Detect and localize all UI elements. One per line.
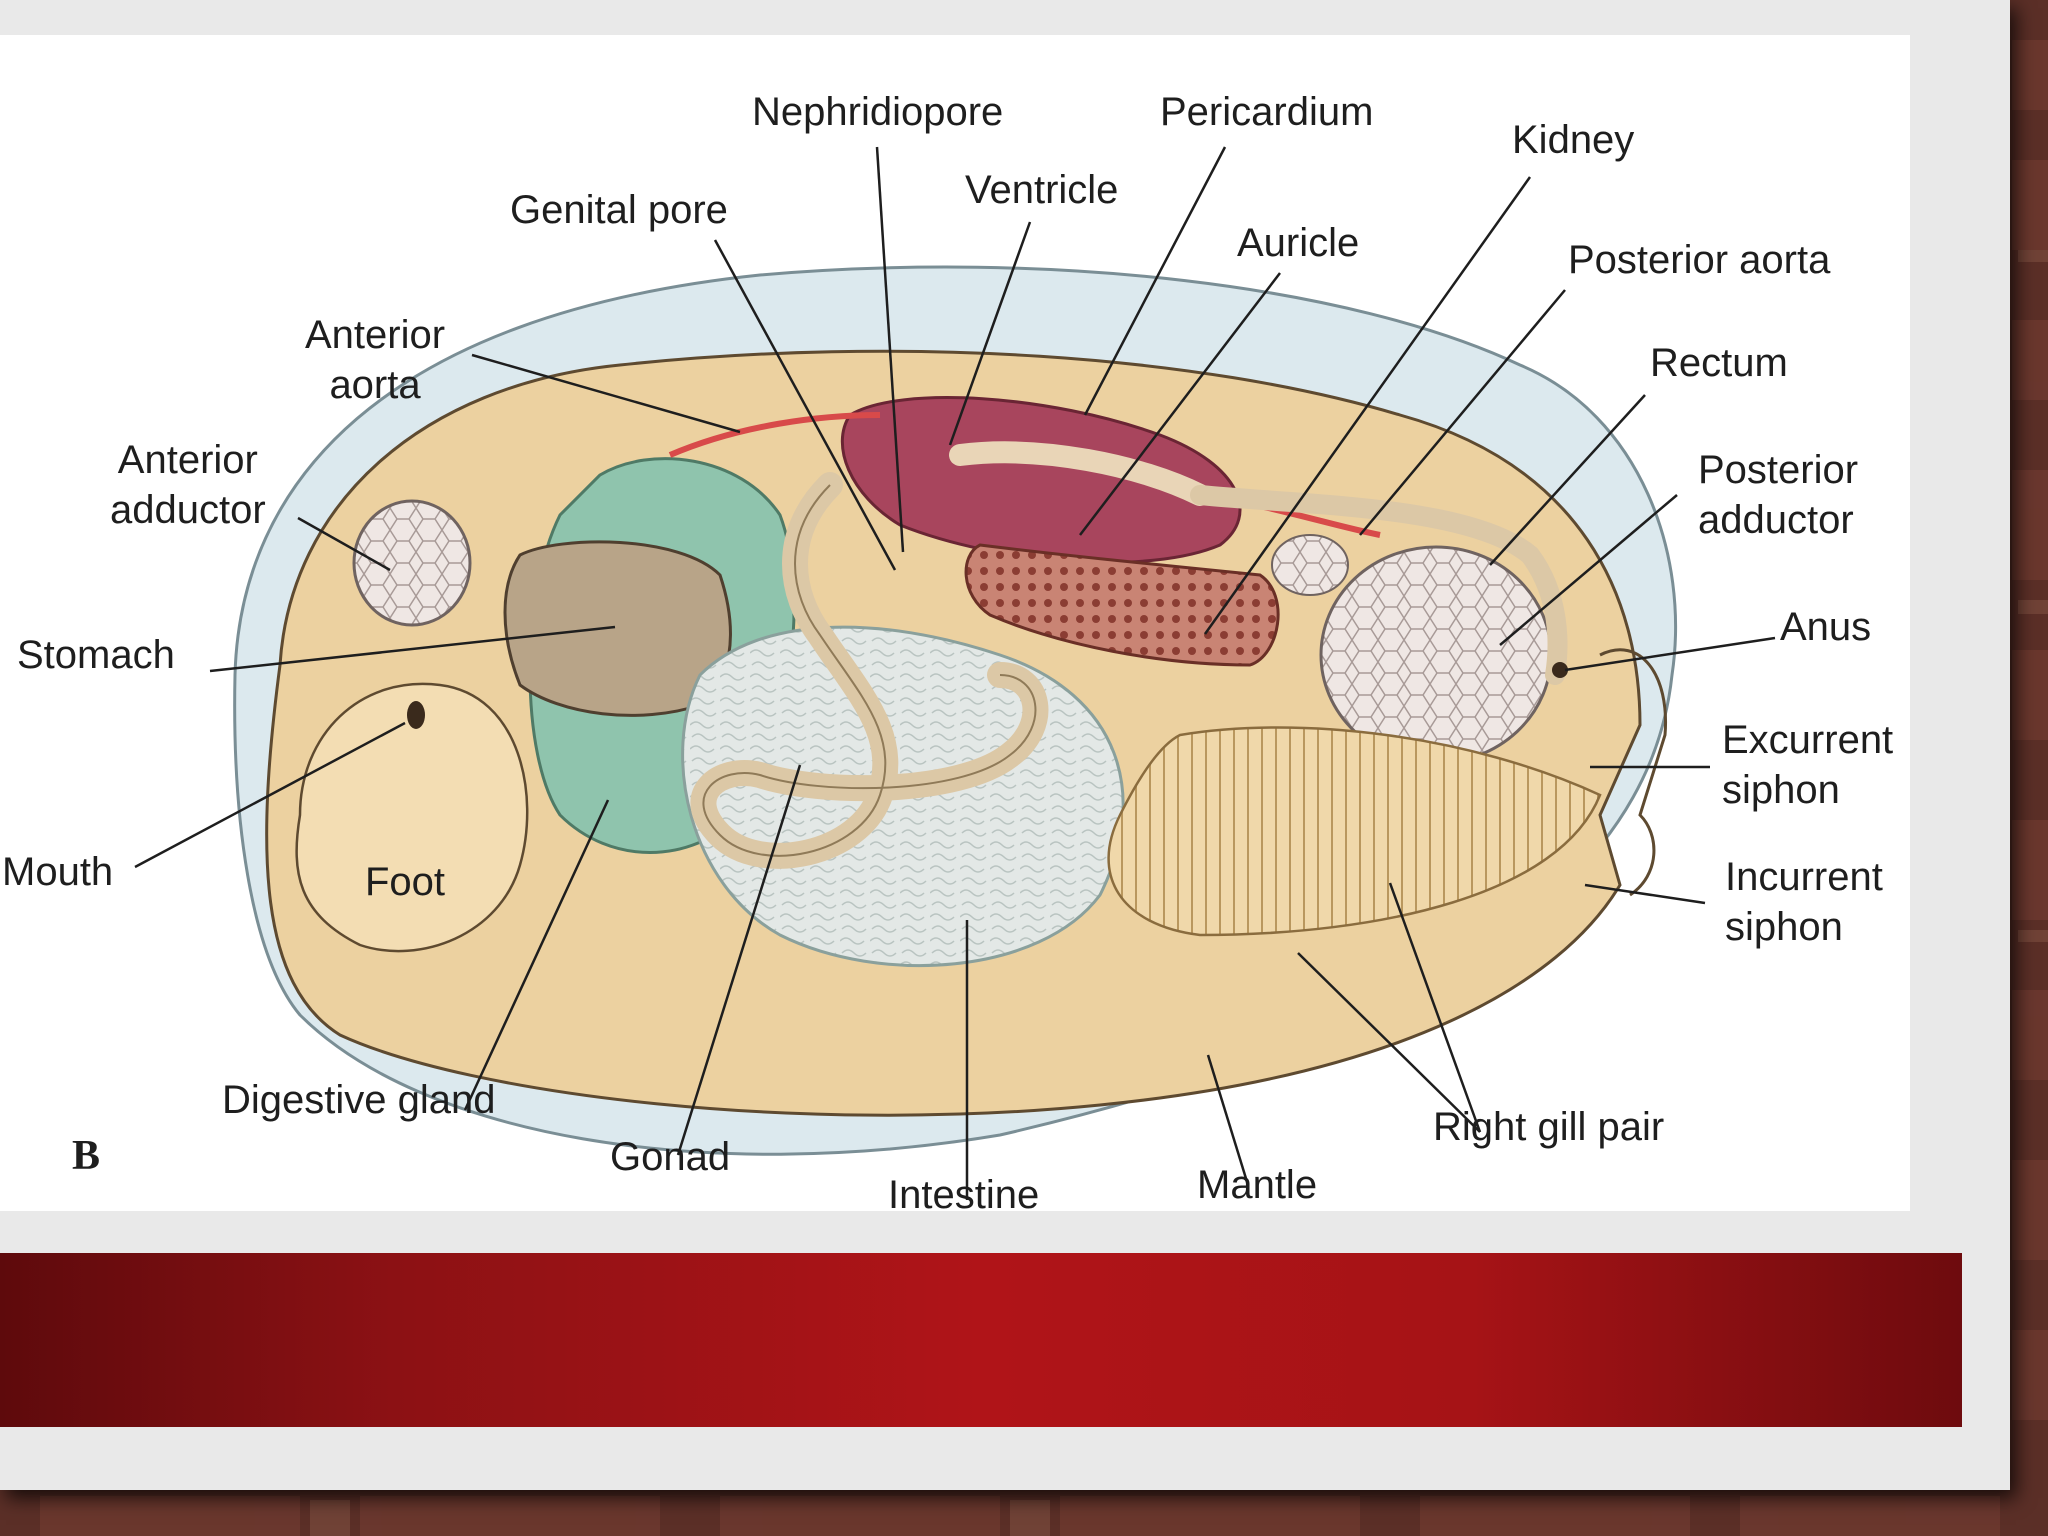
label-intestine: Intestine [888, 1170, 1039, 1220]
label-incurrent-siphon: Incurrent siphon [1725, 852, 1883, 952]
label-posterior-aorta: Posterior aorta [1568, 235, 1830, 285]
label-posterior-adductor: Posterior adductor [1698, 445, 1858, 545]
label-right-gill-pair: Right gill pair [1433, 1102, 1664, 1152]
label-mantle: Mantle [1197, 1160, 1317, 1210]
label-pericardium: Pericardium [1160, 87, 1373, 137]
label-rectum: Rectum [1650, 338, 1788, 388]
clam-anatomy-diagram [0, 35, 1910, 1211]
label-mouth: Mouth [2, 847, 113, 897]
label-nephridiopore: Nephridiopore [752, 87, 1003, 137]
label-digestive-gland: Digestive gland [222, 1075, 496, 1125]
slide-card: Nephridiopore Pericardium Kidney Ventric… [0, 0, 2010, 1490]
panel-letter: B [72, 1132, 100, 1180]
label-anus: Anus [1780, 602, 1871, 652]
label-anterior-aorta: Anterior aorta [305, 310, 445, 410]
label-anterior-adductor: Anterior adductor [110, 435, 266, 535]
label-kidney: Kidney [1512, 115, 1634, 165]
anterior-adductor [354, 501, 470, 625]
label-stomach: Stomach [17, 630, 175, 680]
clam-anatomy-figure: Nephridiopore Pericardium Kidney Ventric… [0, 35, 1910, 1211]
red-title-band [0, 1253, 1962, 1427]
label-foot: Foot [365, 857, 445, 907]
label-gonad: Gonad [610, 1132, 730, 1182]
label-ventricle: Ventricle [965, 165, 1118, 215]
label-auricle: Auricle [1237, 218, 1359, 268]
label-excurrent-siphon: Excurrent siphon [1722, 715, 1893, 815]
label-genital-pore: Genital pore [510, 185, 728, 235]
mouth-opening [407, 701, 425, 729]
